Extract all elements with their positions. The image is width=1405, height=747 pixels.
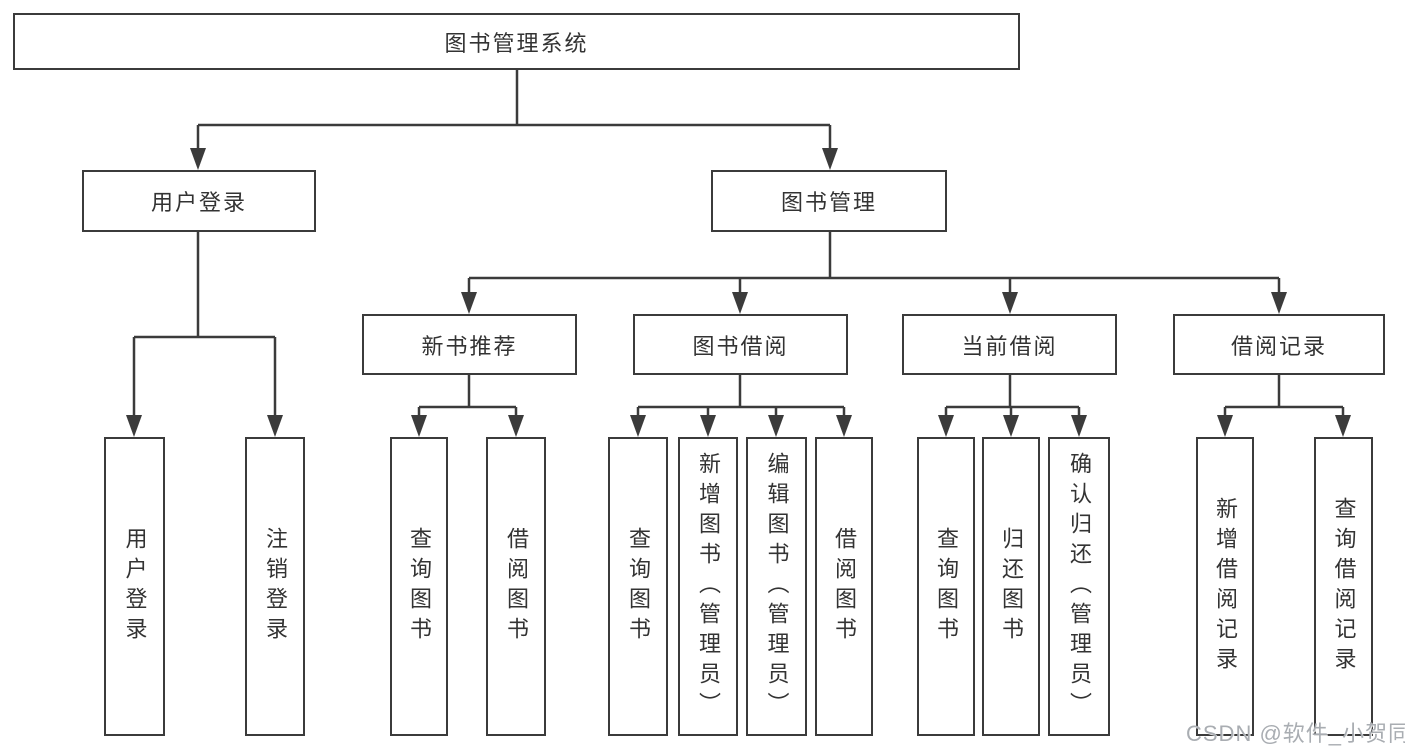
leaf-query-books-borrow-label: 查询图书 <box>626 526 651 647</box>
leaf-borrow-books-label: 借阅图书 <box>832 526 857 647</box>
leaf-edit-books-admin: 编辑图书（管理员） <box>746 437 807 736</box>
node-user-login: 用户登录 <box>82 170 316 232</box>
leaf-borrow-books: 借阅图书 <box>815 437 873 736</box>
node-new-book-recommend-label: 新书推荐 <box>421 333 518 359</box>
leaf-borrow-books-recommend-label: 借阅图书 <box>504 526 529 647</box>
node-book-borrow-label: 图书借阅 <box>692 333 789 359</box>
leaf-add-borrow-record: 新增借阅记录 <box>1196 437 1254 736</box>
leaf-logout-label: 注销登录 <box>263 526 288 647</box>
leaf-confirm-return-admin-label: 确认归还（管理员） <box>1067 451 1092 722</box>
leaf-query-books-recommend: 查询图书 <box>390 437 448 736</box>
node-library-system: 图书管理系统 <box>13 13 1020 70</box>
node-current-borrow: 当前借阅 <box>902 314 1117 375</box>
leaf-borrow-books-recommend: 借阅图书 <box>486 437 546 736</box>
leaf-return-books-label: 归还图书 <box>999 526 1024 647</box>
node-book-borrow: 图书借阅 <box>633 314 848 375</box>
node-library-system-label: 图书管理系统 <box>444 30 589 56</box>
leaf-return-books: 归还图书 <box>982 437 1040 736</box>
node-user-login-label: 用户登录 <box>150 190 247 215</box>
leaf-query-books-borrow: 查询图书 <box>608 437 668 736</box>
leaf-edit-books-admin-label: 编辑图书（管理员） <box>764 451 790 722</box>
leaf-confirm-return-admin: 确认归还（管理员） <box>1048 437 1110 736</box>
leaf-user-login-label: 用户登录 <box>122 526 148 647</box>
leaf-add-books-admin-label: 新增图书（管理员） <box>696 451 721 722</box>
watermark: CSDN @软件_小贺同学 <box>1186 721 1405 746</box>
leaf-query-borrow-record-label: 查询借阅记录 <box>1331 496 1357 677</box>
leaf-add-borrow-record-label: 新增借阅记录 <box>1213 496 1238 677</box>
leaf-query-books-current-label: 查询图书 <box>934 526 959 647</box>
leaf-user-login: 用户登录 <box>104 437 165 736</box>
node-new-book-recommend: 新书推荐 <box>362 314 577 375</box>
node-book-management: 图书管理 <box>711 170 947 232</box>
leaf-logout: 注销登录 <box>245 437 305 736</box>
connector-path <box>132 70 1345 418</box>
leaf-query-books-recommend-label: 查询图书 <box>407 526 432 647</box>
leaf-add-books-admin: 新增图书（管理员） <box>678 437 738 736</box>
node-current-borrow-label: 当前借阅 <box>961 333 1058 359</box>
node-borrow-records-label: 借阅记录 <box>1230 333 1327 359</box>
leaf-query-borrow-record: 查询借阅记录 <box>1314 437 1373 736</box>
node-borrow-records: 借阅记录 <box>1173 314 1385 375</box>
node-book-management-label: 图书管理 <box>780 190 877 215</box>
arrowheads <box>126 148 1351 437</box>
leaf-query-books-current: 查询图书 <box>917 437 975 736</box>
